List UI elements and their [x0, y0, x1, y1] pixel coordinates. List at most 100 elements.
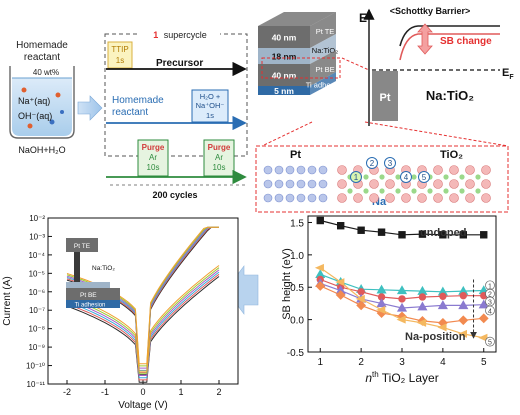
- purge1-gas: Ar: [149, 153, 157, 162]
- sb-ytick-label: 1.0: [290, 251, 304, 262]
- inset-ti-label: Ti adhesion: [75, 303, 106, 309]
- supercycle-word: supercycle: [164, 30, 207, 40]
- sb-point: [396, 315, 406, 324]
- ti-atom: [475, 188, 481, 194]
- sb-point: [478, 333, 488, 342]
- sb-xtick-label: 2: [358, 357, 364, 368]
- precursor-label: Precursor: [156, 58, 203, 69]
- ttip-time: 1s: [116, 56, 124, 65]
- stack-layer-name: Ti adhesion: [306, 81, 345, 90]
- cycles-label: 200 cycles: [152, 190, 197, 200]
- o-atom: [401, 193, 411, 203]
- sb-na-position-label: Na-position: [405, 331, 466, 343]
- pt-atom: [274, 179, 284, 189]
- pt-atom: [274, 165, 284, 175]
- pt-atom: [263, 179, 273, 189]
- inset-pt-te: [66, 238, 98, 252]
- iv-ytick-label: 10⁻³: [29, 232, 45, 241]
- purge-pulse-1: [137, 139, 169, 177]
- inset-oxide: [66, 282, 110, 288]
- ti-atom: [459, 188, 465, 194]
- pt-atom: [307, 165, 317, 175]
- o-atom: [369, 179, 379, 189]
- stack-layer-side: [310, 50, 336, 86]
- sb-ylabel: SB height (eV): [281, 248, 293, 320]
- sb-point: [357, 226, 365, 234]
- pt-atom: [318, 179, 328, 189]
- stack-zoom-box: [261, 57, 341, 79]
- ttip-pulse: [107, 41, 133, 69]
- h2o-naoh-pulse: [191, 89, 229, 123]
- stack-layer-thickness: 40 nm: [272, 71, 297, 81]
- sb-xtick-label: 1: [317, 357, 323, 368]
- na-site-label: 3: [388, 159, 393, 168]
- purge1-time: 10s: [147, 163, 160, 172]
- h2o-line1: H₂O +: [200, 92, 221, 101]
- ti-atom: [443, 174, 449, 180]
- ti-atom: [427, 188, 433, 194]
- sb-series-tag: [485, 305, 495, 316]
- ti-atom: [411, 188, 417, 194]
- stack-layer-side: [310, 12, 336, 48]
- iv-ylabel: Current (A): [2, 276, 13, 325]
- pt-atom: [307, 179, 317, 189]
- o-atom: [465, 165, 475, 175]
- o-atom: [449, 179, 459, 189]
- iv-ytick-label: 10⁻¹¹: [27, 380, 46, 389]
- lattice-tio2-label: TiO₂: [440, 149, 463, 161]
- ti-atom: [379, 174, 385, 180]
- band-diagram: <Schottky Barrier> E Pt SB change EF Na:…: [359, 6, 514, 126]
- o-atom: [465, 193, 475, 203]
- pt-atom: [318, 193, 328, 203]
- conduction-band-low: [399, 33, 500, 61]
- band-metal-block: [372, 71, 398, 121]
- iv-plot: 10⁻²10⁻³10⁻⁴10⁻⁵10⁻⁶10⁻⁷10⁻⁸10⁻⁹10⁻¹⁰10⁻…: [2, 214, 239, 411]
- supercycle-label: 1 supercycle: [153, 30, 207, 40]
- pt-atom: [274, 193, 284, 203]
- sb-change-arrow: [417, 23, 433, 55]
- iv-xtick-label: 2: [216, 387, 221, 397]
- inset-pt-be-label: Pt BE: [80, 292, 97, 299]
- iv-xtick-label: -1: [101, 387, 109, 397]
- sb-point: [437, 300, 448, 310]
- sb-ytick-label: 0.0: [290, 316, 304, 327]
- sb-point: [376, 284, 387, 294]
- beaker-title-line1: Homemade: [16, 40, 68, 51]
- sb-xtick-label: 5: [481, 357, 487, 368]
- sb-point: [480, 231, 488, 239]
- iv-ytick-label: 10⁻⁶: [29, 288, 45, 297]
- iv-xtick-label: 0: [140, 387, 145, 397]
- o-atom: [337, 165, 347, 175]
- o-atom: [385, 179, 395, 189]
- sb-point: [356, 300, 367, 311]
- sb-point: [418, 293, 427, 301]
- stack-layer-name: Pt TE: [316, 27, 335, 36]
- stack-layer-front: [258, 26, 310, 48]
- h2o-time: 1s: [206, 111, 214, 120]
- inset-ti: [66, 300, 120, 308]
- ti-atom: [395, 174, 401, 180]
- o-atom: [385, 193, 395, 203]
- pt-atom: [307, 193, 317, 203]
- reactant-beaker: Homemade reactant 40 wt% Na⁺(aq) OH⁻(aq)…: [9, 40, 75, 155]
- pt-atom: [285, 179, 295, 189]
- sb-point: [439, 292, 447, 301]
- ti-atom: [443, 188, 449, 194]
- iv-curve-reset: [66, 276, 220, 383]
- sb-point: [416, 318, 427, 327]
- sb-point: [478, 313, 489, 324]
- inset-pt-be: [66, 288, 120, 300]
- iv-xtick-label: -2: [63, 387, 71, 397]
- ti-atom: [379, 188, 385, 194]
- sb-point: [439, 231, 447, 239]
- ald-timing-diagram: 1 supercycle TTIP 1s Precursor H₂O + Na⁺…: [104, 29, 248, 200]
- sb-point: [316, 216, 324, 225]
- pt-atom: [285, 165, 295, 175]
- sb-point: [437, 323, 447, 332]
- stack-layer-front: [258, 48, 310, 64]
- o-atom: [481, 193, 491, 203]
- fermi-label: EF: [502, 67, 514, 81]
- pt-atom: [296, 165, 306, 175]
